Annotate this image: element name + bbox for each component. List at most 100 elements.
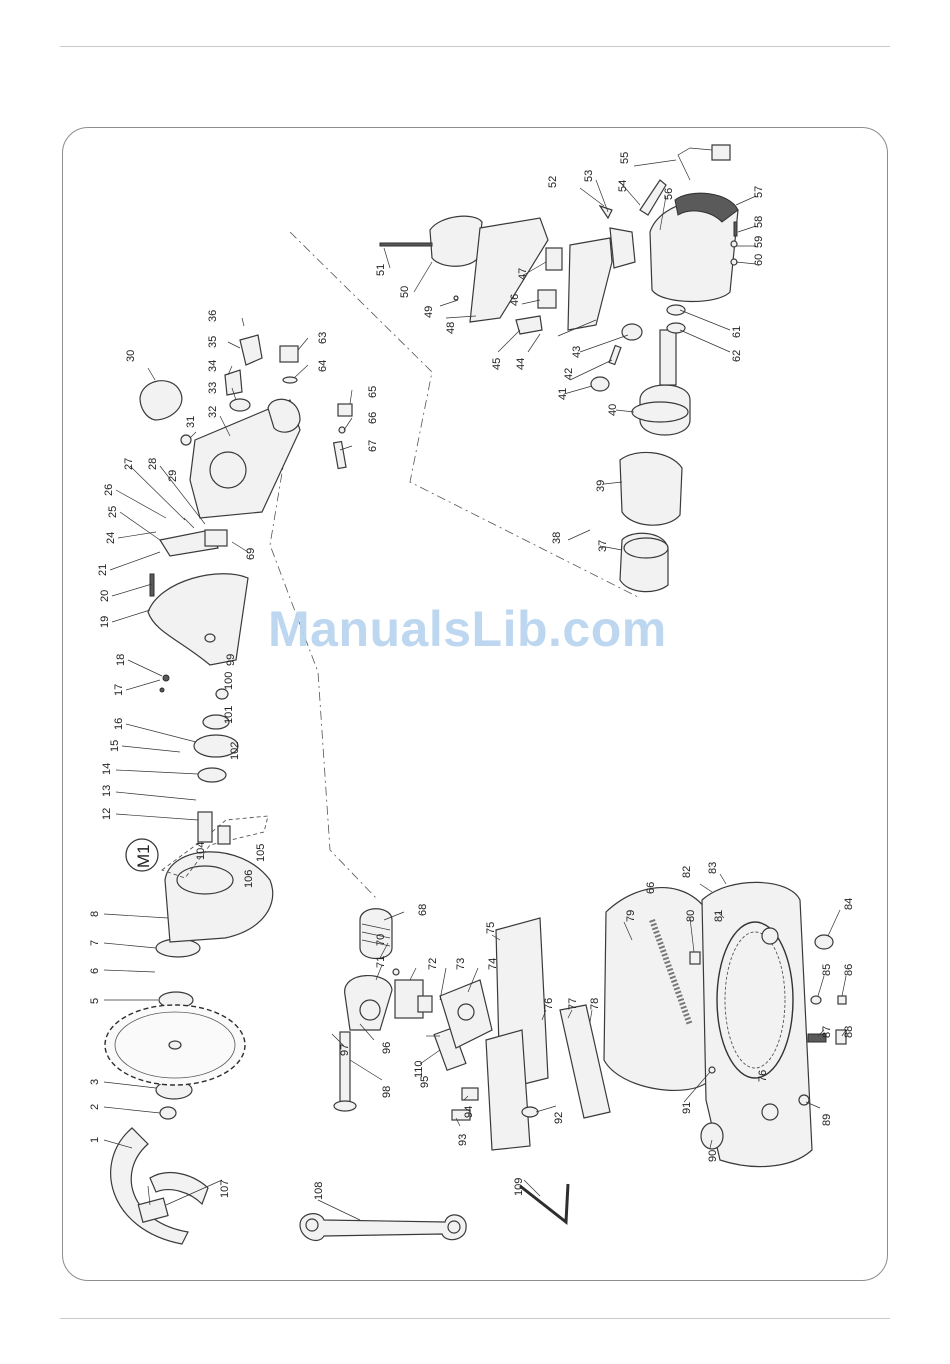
rail-assembly <box>439 917 611 1151</box>
part-label: 109 <box>513 1178 525 1196</box>
part-label: 60 <box>753 254 765 266</box>
part-label: 19 <box>99 616 111 628</box>
part-label: 87 <box>821 1026 833 1038</box>
part-label: 84 <box>843 898 855 910</box>
part-labels: 1 2 3 5 6 7 8 12 13 14 15 16 17 18 19 20… <box>89 152 855 1200</box>
part-label: 3 <box>89 1079 101 1085</box>
part-label: 77 <box>567 998 579 1010</box>
part-label: 2 <box>89 1104 101 1110</box>
leader-lines <box>103 159 847 1221</box>
part-label: 82 <box>681 866 693 878</box>
part-label: 98 <box>381 1086 393 1098</box>
part-label: 70 <box>375 934 387 946</box>
part-label: 79 <box>625 910 637 922</box>
part-label: 55 <box>619 152 631 164</box>
part-label: 63 <box>317 332 329 344</box>
part-label: 37 <box>597 540 609 552</box>
part-label: 80 <box>685 910 697 922</box>
part-label: 1 <box>89 1137 101 1143</box>
part-label: 92 <box>553 1112 565 1124</box>
part-label: 61 <box>731 326 743 338</box>
part-label: 96 <box>381 1042 393 1054</box>
part-label: 18 <box>115 654 127 666</box>
part-label: 67 <box>367 440 379 452</box>
part-label: 76 <box>543 998 555 1010</box>
part-label: 107 <box>219 1180 231 1198</box>
part-label: 35 <box>207 336 219 348</box>
part-label: 88 <box>843 1026 855 1038</box>
part-label: 54 <box>617 180 629 192</box>
part-label: 62 <box>731 350 743 362</box>
part-label: 106 <box>243 870 255 888</box>
diagram-frame <box>62 127 888 1281</box>
hex-key <box>519 1183 570 1225</box>
part-label: 17 <box>113 684 125 696</box>
part-label: 49 <box>423 306 435 318</box>
part-label: 85 <box>821 964 833 976</box>
part-label: 73 <box>455 958 467 970</box>
part-label: 28 <box>147 458 159 470</box>
part-label: 34 <box>207 360 219 372</box>
arm-housing <box>189 398 301 519</box>
handle-assembly <box>379 215 636 335</box>
part-label: 102 <box>229 742 241 760</box>
part-label: 38 <box>551 532 563 544</box>
upper-blade-guard <box>164 851 274 943</box>
part-label: 7 <box>89 940 101 946</box>
part-label: 47 <box>517 268 529 280</box>
part-label: 20 <box>99 590 111 602</box>
part-label: 52 <box>547 176 559 188</box>
part-label: 51 <box>375 264 387 276</box>
part-label: 71 <box>375 956 387 968</box>
part-label: 76 <box>757 1070 769 1082</box>
part-label: 50 <box>399 286 411 298</box>
part-label: 26 <box>103 484 115 496</box>
part-label: 16 <box>113 718 125 730</box>
part-label: 72 <box>427 958 439 970</box>
part-label: 93 <box>457 1134 469 1146</box>
assembly-lines <box>269 231 641 901</box>
part-label: 36 <box>207 310 219 322</box>
part-label: 42 <box>563 368 575 380</box>
part-label: 40 <box>607 404 619 416</box>
part-label: 32 <box>207 406 219 418</box>
part-label: 97 <box>339 1044 351 1056</box>
lower-blade-guard <box>110 1127 209 1245</box>
part-label: 29 <box>167 470 179 482</box>
part-label: 5 <box>89 998 101 1004</box>
part-label: 43 <box>571 346 583 358</box>
part-label: 6 <box>89 968 101 974</box>
part-label: 25 <box>107 506 119 518</box>
part-label: 90 <box>707 1150 719 1162</box>
part-label: 99 <box>225 654 237 666</box>
saw-blade <box>104 1004 246 1086</box>
part-label: 65 <box>367 386 379 398</box>
part-label: 66 <box>645 882 657 894</box>
part-label: 44 <box>515 358 527 370</box>
part-label: 33 <box>207 382 219 394</box>
arbor-assembly <box>193 688 239 845</box>
part-label: 105 <box>255 844 267 862</box>
part-label: 45 <box>491 358 503 370</box>
m1-callout-label: M1 <box>134 844 153 868</box>
part-label: 64 <box>317 360 329 372</box>
part-label: 48 <box>445 322 457 334</box>
part-label: 57 <box>753 186 765 198</box>
part-label: 14 <box>101 763 113 775</box>
power-cord <box>598 144 731 220</box>
switch-assembly <box>224 334 353 470</box>
part-label: 30 <box>125 350 137 362</box>
part-label: 81 <box>713 910 725 922</box>
part-label: 78 <box>589 998 601 1010</box>
part-label: 110 <box>413 1060 425 1078</box>
part-label: 100 <box>223 672 235 690</box>
part-label: 56 <box>663 188 675 200</box>
part-label: 8 <box>89 911 101 917</box>
part-label: 74 <box>487 958 499 970</box>
footer-rule <box>60 1318 890 1319</box>
part-label: 53 <box>583 170 595 182</box>
part-label: 68 <box>417 904 429 916</box>
part-label: 24 <box>105 532 117 544</box>
part-label: 27 <box>123 458 135 470</box>
